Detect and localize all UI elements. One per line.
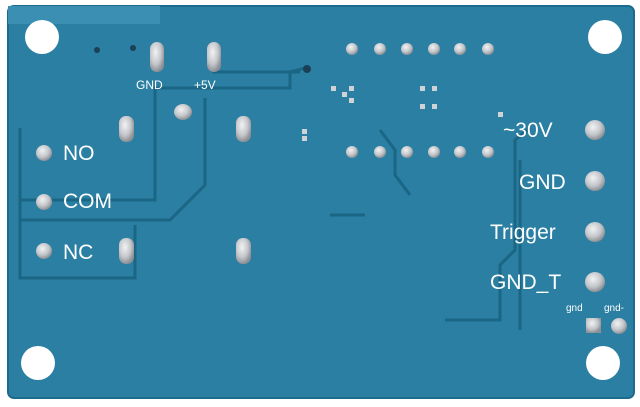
label-gnd-minus: gnd- <box>604 303 625 314</box>
mount-hole-br <box>586 346 620 380</box>
smd-vias <box>302 86 503 141</box>
pad-nc <box>36 243 52 259</box>
pad-trigger <box>585 222 605 242</box>
ic-top-row <box>346 43 494 55</box>
pad-gnd-t <box>585 272 605 292</box>
label-no: NO <box>63 142 95 165</box>
ic-bottom-row <box>346 146 494 158</box>
label-nc: NC <box>63 241 94 264</box>
relay-pad <box>174 104 192 120</box>
relay-coil-pad <box>119 238 134 264</box>
gnd-round-pad <box>611 318 627 334</box>
label-gnd-t: GND_T <box>490 271 562 294</box>
mount-hole-bl <box>21 346 55 380</box>
via <box>303 65 311 73</box>
relay-pad <box>236 238 251 264</box>
relay-coil-pad <box>119 116 134 142</box>
label-com: COM <box>63 190 112 213</box>
label-gnd: GND <box>519 171 566 194</box>
pad-power <box>585 120 605 140</box>
relay-pad <box>236 116 251 142</box>
label-gnd-small: gnd <box>566 303 583 314</box>
input-terminal-pads <box>585 120 605 292</box>
via <box>130 45 136 51</box>
pad-com <box>36 194 52 210</box>
pad-gnd <box>585 171 605 191</box>
gnd-square-pad <box>586 318 601 333</box>
header-pad-vcc <box>207 42 221 72</box>
relay-pads <box>36 104 251 264</box>
pad-no <box>36 145 52 161</box>
header-pad-gnd <box>150 42 164 72</box>
label-header-vcc: +5V <box>194 78 216 92</box>
board-notch <box>8 6 160 24</box>
board-surface <box>7 5 635 399</box>
via <box>94 47 100 53</box>
label-trigger: Trigger <box>490 221 556 244</box>
mount-hole-tr <box>588 20 622 54</box>
label-power: ~30V <box>503 119 553 142</box>
mount-hole-tl <box>25 20 59 54</box>
label-header-gnd: GND <box>136 78 163 92</box>
